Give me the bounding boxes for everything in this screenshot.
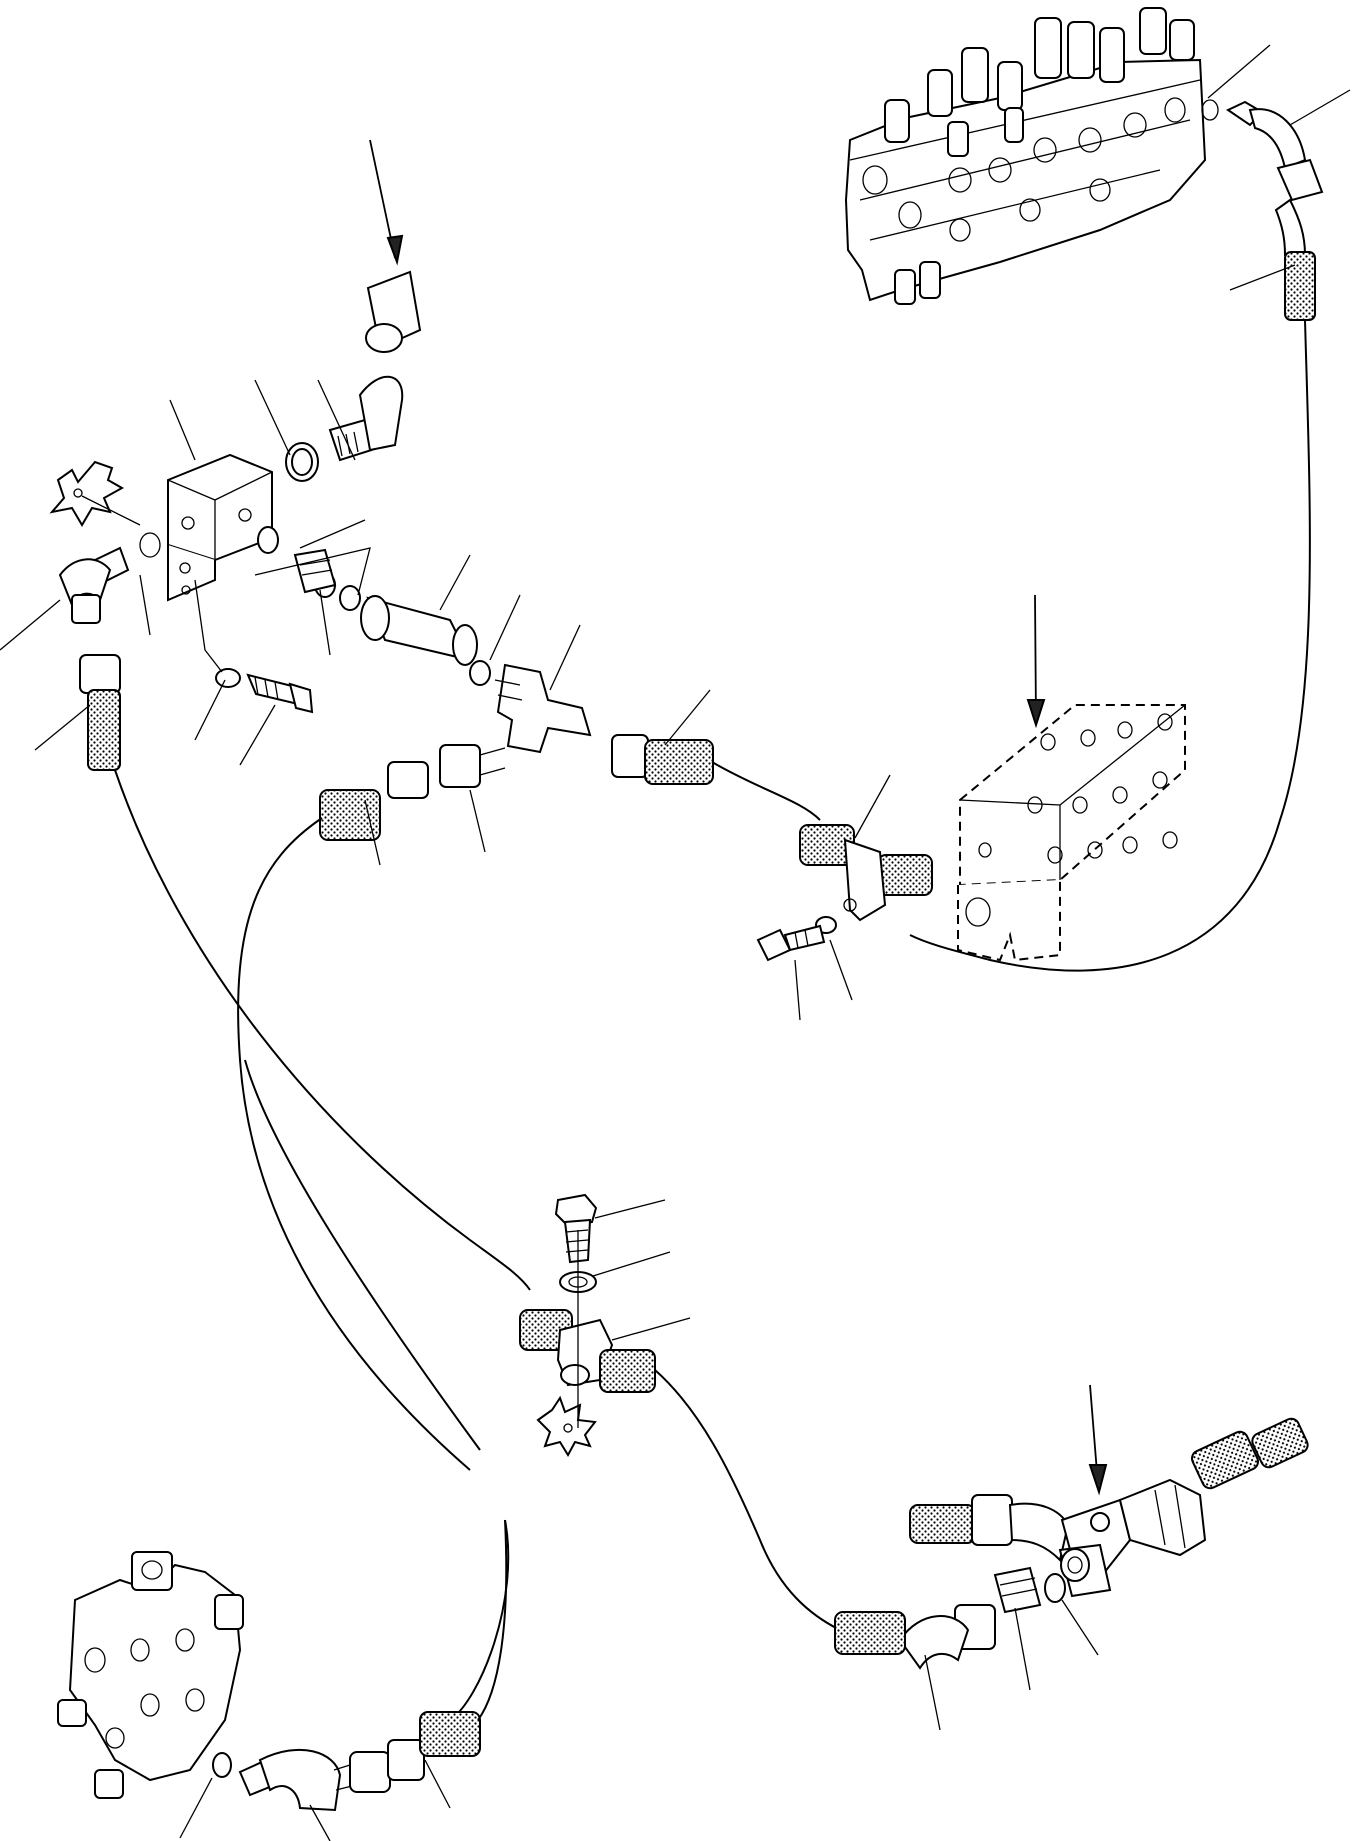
secondary-valve-assembly bbox=[909, 1384, 1309, 1598]
coupler-tube bbox=[360, 595, 478, 666]
hose-center-right bbox=[654, 1369, 841, 1631]
bolt-center bbox=[554, 1193, 598, 1264]
adapter-fitting bbox=[293, 548, 337, 594]
hose-middle-loop bbox=[237, 817, 471, 1471]
hose-end-middle-left bbox=[319, 744, 506, 841]
frame-bracket-center bbox=[536, 1395, 597, 1458]
o-ring-lower-right bbox=[1044, 1573, 1066, 1603]
o-ring-lower-left bbox=[212, 1752, 232, 1778]
clamp-center bbox=[519, 1309, 656, 1393]
valve-block-dashed bbox=[957, 594, 1186, 962]
tee-fitting bbox=[494, 663, 592, 754]
hose-end-tee-right bbox=[611, 734, 714, 785]
bolt-manifold bbox=[215, 668, 314, 714]
hose-middle-down bbox=[244, 1059, 481, 1451]
leader-lines bbox=[0, 44, 1351, 1841]
bolt-clamp bbox=[756, 916, 837, 962]
hose-right-long bbox=[909, 319, 1311, 972]
clamp-bracket bbox=[799, 824, 933, 922]
tube-pipe-upper bbox=[365, 270, 422, 353]
elbow-lower-right bbox=[834, 1604, 996, 1670]
small-control-valve bbox=[57, 1551, 244, 1799]
hose-left-down bbox=[114, 769, 531, 1291]
elbow-fitting-top-right bbox=[1201, 99, 1324, 321]
o-ring-tee bbox=[469, 660, 491, 686]
hose-lower-left bbox=[477, 1519, 508, 1721]
hose-center-left-segment bbox=[449, 1519, 510, 1721]
main-control-valve bbox=[844, 7, 1207, 305]
elbow-fitting-left bbox=[58, 532, 161, 771]
frame-bracket-fragment bbox=[49, 460, 125, 527]
elbow-fitting-upper bbox=[285, 375, 404, 482]
manifold-block bbox=[167, 453, 273, 602]
hose-end-lower-left bbox=[349, 1711, 481, 1793]
elbow-lower-left bbox=[238, 1748, 353, 1812]
adapter-lower-right bbox=[993, 1566, 1042, 1614]
hose-to-bracket bbox=[711, 761, 821, 821]
